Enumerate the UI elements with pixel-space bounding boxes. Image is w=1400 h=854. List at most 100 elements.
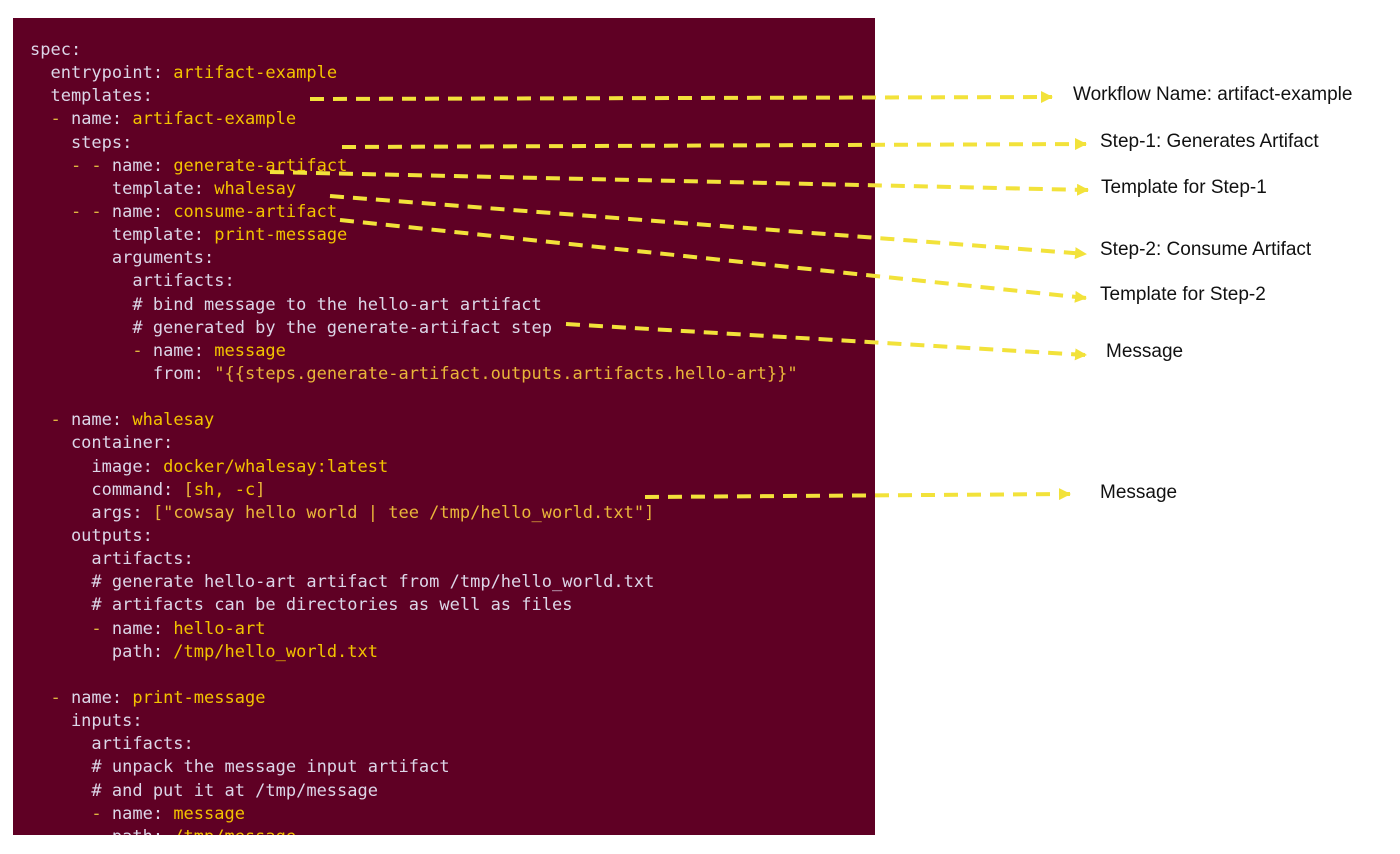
code-token: name: — [111, 201, 174, 222]
code-token: message — [173, 803, 245, 824]
callout-message-2: Message — [1100, 482, 1178, 503]
yaml-code-block: spec: entrypoint: artifact-example templ… — [30, 39, 798, 835]
code-token: - — [30, 340, 153, 361]
code-line: container: — [30, 432, 798, 455]
code-token: arguments: — [30, 248, 215, 269]
code-token: artifact-example — [173, 63, 338, 84]
code-line: artifacts: — [30, 548, 798, 571]
code-line: # bind message to the hello-art artifact — [30, 294, 798, 317]
code-line: artifacts: — [30, 270, 798, 293]
code-token: /tmp/hello_world.txt — [173, 641, 378, 662]
code-line: - name: artifact-example — [30, 108, 798, 131]
code-token: - — [30, 803, 112, 824]
code-token: print-message — [132, 687, 266, 708]
code-token: - — [30, 410, 71, 431]
code-token: [ — [183, 479, 194, 500]
code-token: - - — [30, 201, 112, 222]
code-line: # and put it at /tmp/message — [30, 780, 798, 803]
code-token: inputs: — [30, 711, 143, 732]
code-token: container: — [30, 433, 174, 454]
code-token: steps: — [30, 132, 133, 153]
code-token: # generate hello-art artifact from /tmp/… — [30, 572, 655, 593]
code-token: outputs: — [30, 525, 153, 546]
code-line: steps: — [30, 132, 798, 155]
code-token: name: — [111, 155, 174, 176]
code-line: # generated by the generate-artifact ste… — [30, 317, 798, 340]
code-token: whalesay — [214, 178, 297, 199]
code-line: image: docker/whalesay:latest — [30, 456, 798, 479]
code-token: - — [30, 109, 71, 130]
code-panel: spec: entrypoint: artifact-example templ… — [13, 18, 875, 835]
code-token: "cowsay hello world | tee /tmp/hello_wor… — [163, 502, 645, 523]
code-line: # generate hello-art artifact from /tmp/… — [30, 571, 798, 594]
code-token: - — [30, 687, 71, 708]
code-line — [30, 386, 798, 409]
code-token: ] — [255, 479, 266, 500]
callout-template-step2: Template for Step-2 — [1100, 284, 1266, 305]
code-token: name: — [70, 410, 133, 431]
code-token: docker/whalesay:latest — [163, 456, 389, 477]
code-token: # and put it at /tmp/message — [30, 780, 378, 801]
code-line: - - name: consume-artifact — [30, 201, 798, 224]
code-token: generate-artifact — [173, 155, 348, 176]
code-token: artifacts: — [30, 271, 235, 292]
code-token: whalesay — [132, 410, 215, 431]
code-line: template: print-message — [30, 224, 798, 247]
code-token: - — [30, 618, 112, 639]
code-token: args: — [30, 502, 153, 523]
code-token: name: — [70, 109, 133, 130]
code-token: [ — [152, 502, 164, 523]
code-token: sh, -c — [193, 479, 256, 500]
code-line: outputs: — [30, 525, 798, 548]
code-token: path: — [30, 827, 173, 835]
code-line: template: whalesay — [30, 178, 798, 201]
code-line: entrypoint: artifact-example — [30, 62, 798, 85]
code-line: spec: — [30, 39, 798, 62]
code-token: name: — [70, 687, 133, 708]
code-line: # artifacts can be directories as well a… — [30, 594, 798, 617]
code-token: # bind message to the hello-art artifact — [30, 294, 542, 315]
code-line: path: /tmp/message — [30, 826, 798, 835]
callout-step2: Step-2: Consume Artifact — [1100, 239, 1312, 260]
code-token: "{{steps.generate-artifact.outputs.artif… — [214, 363, 798, 384]
code-token: ] — [644, 502, 655, 523]
code-token: print-message — [214, 225, 348, 246]
code-token: name: — [111, 803, 174, 824]
code-line: from: "{{steps.generate-artifact.outputs… — [30, 363, 798, 386]
code-token: from: — [30, 363, 215, 384]
code-line: artifacts: — [30, 733, 798, 756]
code-token: artifacts: — [30, 549, 194, 570]
code-token: consume-artifact — [173, 201, 338, 222]
code-token: templates: — [30, 86, 153, 107]
callout-message-1: Message — [1106, 341, 1184, 362]
code-token: hello-art — [173, 618, 266, 639]
code-line: - name: print-message — [30, 687, 798, 710]
code-line — [30, 664, 798, 687]
code-token: name: — [111, 618, 174, 639]
code-token: spec: — [30, 40, 82, 60]
code-line: inputs: — [30, 710, 798, 733]
callout-workflow-name: Workflow Name: artifact-example — [1073, 84, 1353, 105]
code-token: # unpack the message input artifact — [30, 757, 450, 778]
code-line: path: /tmp/hello_world.txt — [30, 641, 798, 664]
code-line: - name: hello-art — [30, 618, 798, 641]
code-token: artifact-example — [132, 109, 297, 130]
callout-template-step1: Template for Step-1 — [1101, 177, 1267, 198]
code-line: command: [sh, -c] — [30, 479, 798, 502]
code-token: - - — [30, 155, 112, 176]
code-token: template: — [30, 225, 215, 246]
code-line: arguments: — [30, 247, 798, 270]
code-line: - name: whalesay — [30, 409, 798, 432]
code-token: template: — [30, 178, 215, 199]
code-token: /tmp/message — [173, 827, 296, 835]
code-line: args: ["cowsay hello world | tee /tmp/he… — [30, 502, 798, 525]
code-line: - - name: generate-artifact — [30, 155, 798, 178]
code-line: - name: message — [30, 803, 798, 826]
code-token: command: — [30, 479, 184, 500]
callout-step1: Step-1: Generates Artifact — [1100, 131, 1319, 152]
code-token: # generated by the generate-artifact ste… — [30, 317, 552, 338]
code-token: entrypoint: — [30, 63, 174, 84]
code-token: # artifacts can be directories as well a… — [30, 595, 573, 616]
code-token: message — [214, 340, 286, 361]
code-line: templates: — [30, 85, 798, 108]
